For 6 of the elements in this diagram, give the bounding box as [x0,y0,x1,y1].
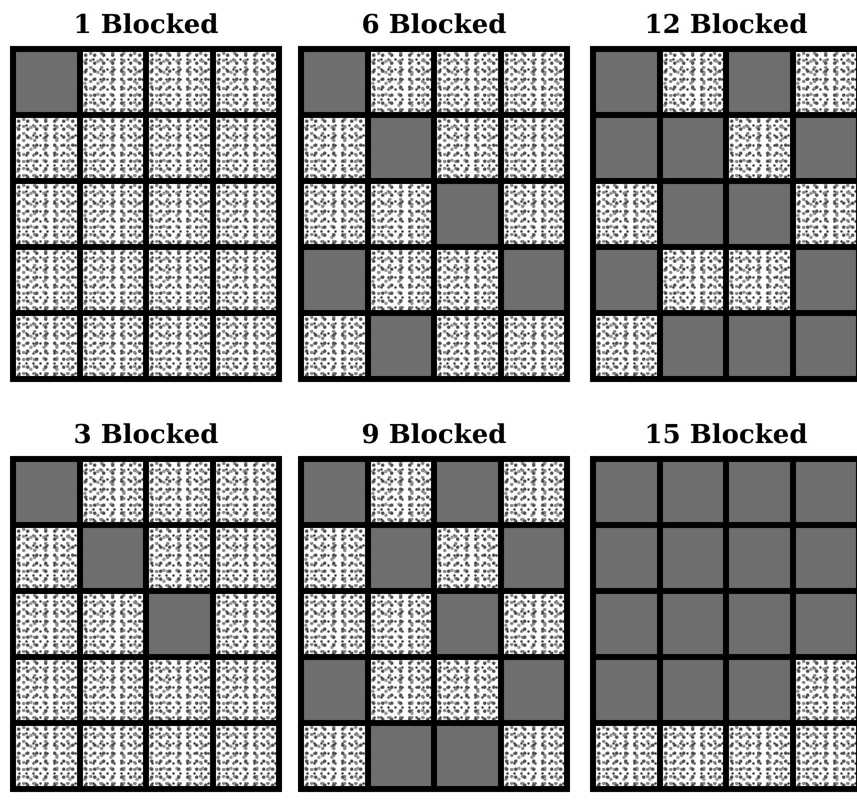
panel-heading: 15 Blocked [644,420,808,450]
panel-heading: 9 Blocked [362,420,506,450]
panel-heading: 6 Blocked [362,10,506,40]
panel-heading: 1 Blocked [74,10,218,40]
panel-heading: 12 Blocked [644,10,808,40]
panel-heading: 3 Blocked [74,420,218,450]
